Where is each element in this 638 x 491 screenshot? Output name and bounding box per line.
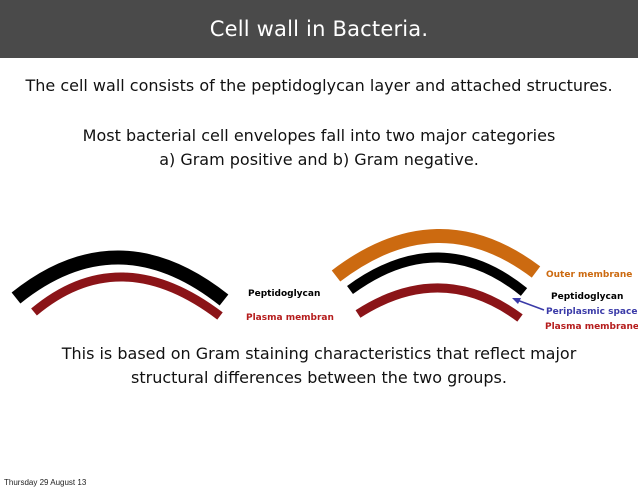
gram-negative-plasma-membrane-label: Plasma membrane bbox=[545, 322, 638, 332]
footer-date: Thursday 29 August 13 bbox=[4, 478, 87, 487]
intro-text: The cell wall consists of the peptidogly… bbox=[25, 76, 613, 95]
staining-line-1: This is based on Gram staining character… bbox=[61, 344, 577, 363]
title-bar: Cell wall in Bacteria. bbox=[0, 0, 638, 58]
outer-membrane-label: Outer membrane bbox=[546, 270, 632, 280]
cell-wall-diagram: Peptidoglycan Plasma membran Outer membr… bbox=[11, 229, 638, 332]
gram-positive-diagram: Peptidoglycan Plasma membran bbox=[11, 250, 334, 323]
gram-negative-outer-membrane bbox=[331, 229, 541, 282]
gram-positive-plasma-membrane bbox=[31, 272, 223, 320]
gram-positive-plasma-membrane-label: Plasma membran bbox=[246, 313, 334, 323]
gram-negative-peptidoglycan-layer bbox=[347, 252, 528, 296]
slide-title: Cell wall in Bacteria. bbox=[209, 17, 429, 41]
gram-negative-plasma-membrane bbox=[355, 283, 523, 322]
gram-negative-peptidoglycan-label: Peptidoglycan bbox=[551, 292, 623, 302]
staining-text: This is based on Gram staining character… bbox=[0, 342, 638, 390]
gram-negative-diagram: Outer membrane Peptidoglycan Periplasmic… bbox=[331, 229, 638, 332]
periplasmic-space-label: Periplasmic space bbox=[546, 307, 637, 317]
periplasmic-arrow-icon bbox=[516, 299, 545, 311]
staining-line-2: structural differences between the two g… bbox=[131, 368, 507, 387]
categories-text: Most bacterial cell envelopes fall into … bbox=[0, 124, 638, 172]
gram-positive-peptidoglycan-layer bbox=[11, 250, 229, 306]
gram-positive-peptidoglycan-label: Peptidoglycan bbox=[248, 289, 320, 299]
categories-line-1: Most bacterial cell envelopes fall into … bbox=[82, 126, 556, 145]
categories-line-2: a) Gram positive and b) Gram negative. bbox=[159, 150, 479, 169]
periplasmic-arrowhead-icon bbox=[512, 298, 521, 304]
